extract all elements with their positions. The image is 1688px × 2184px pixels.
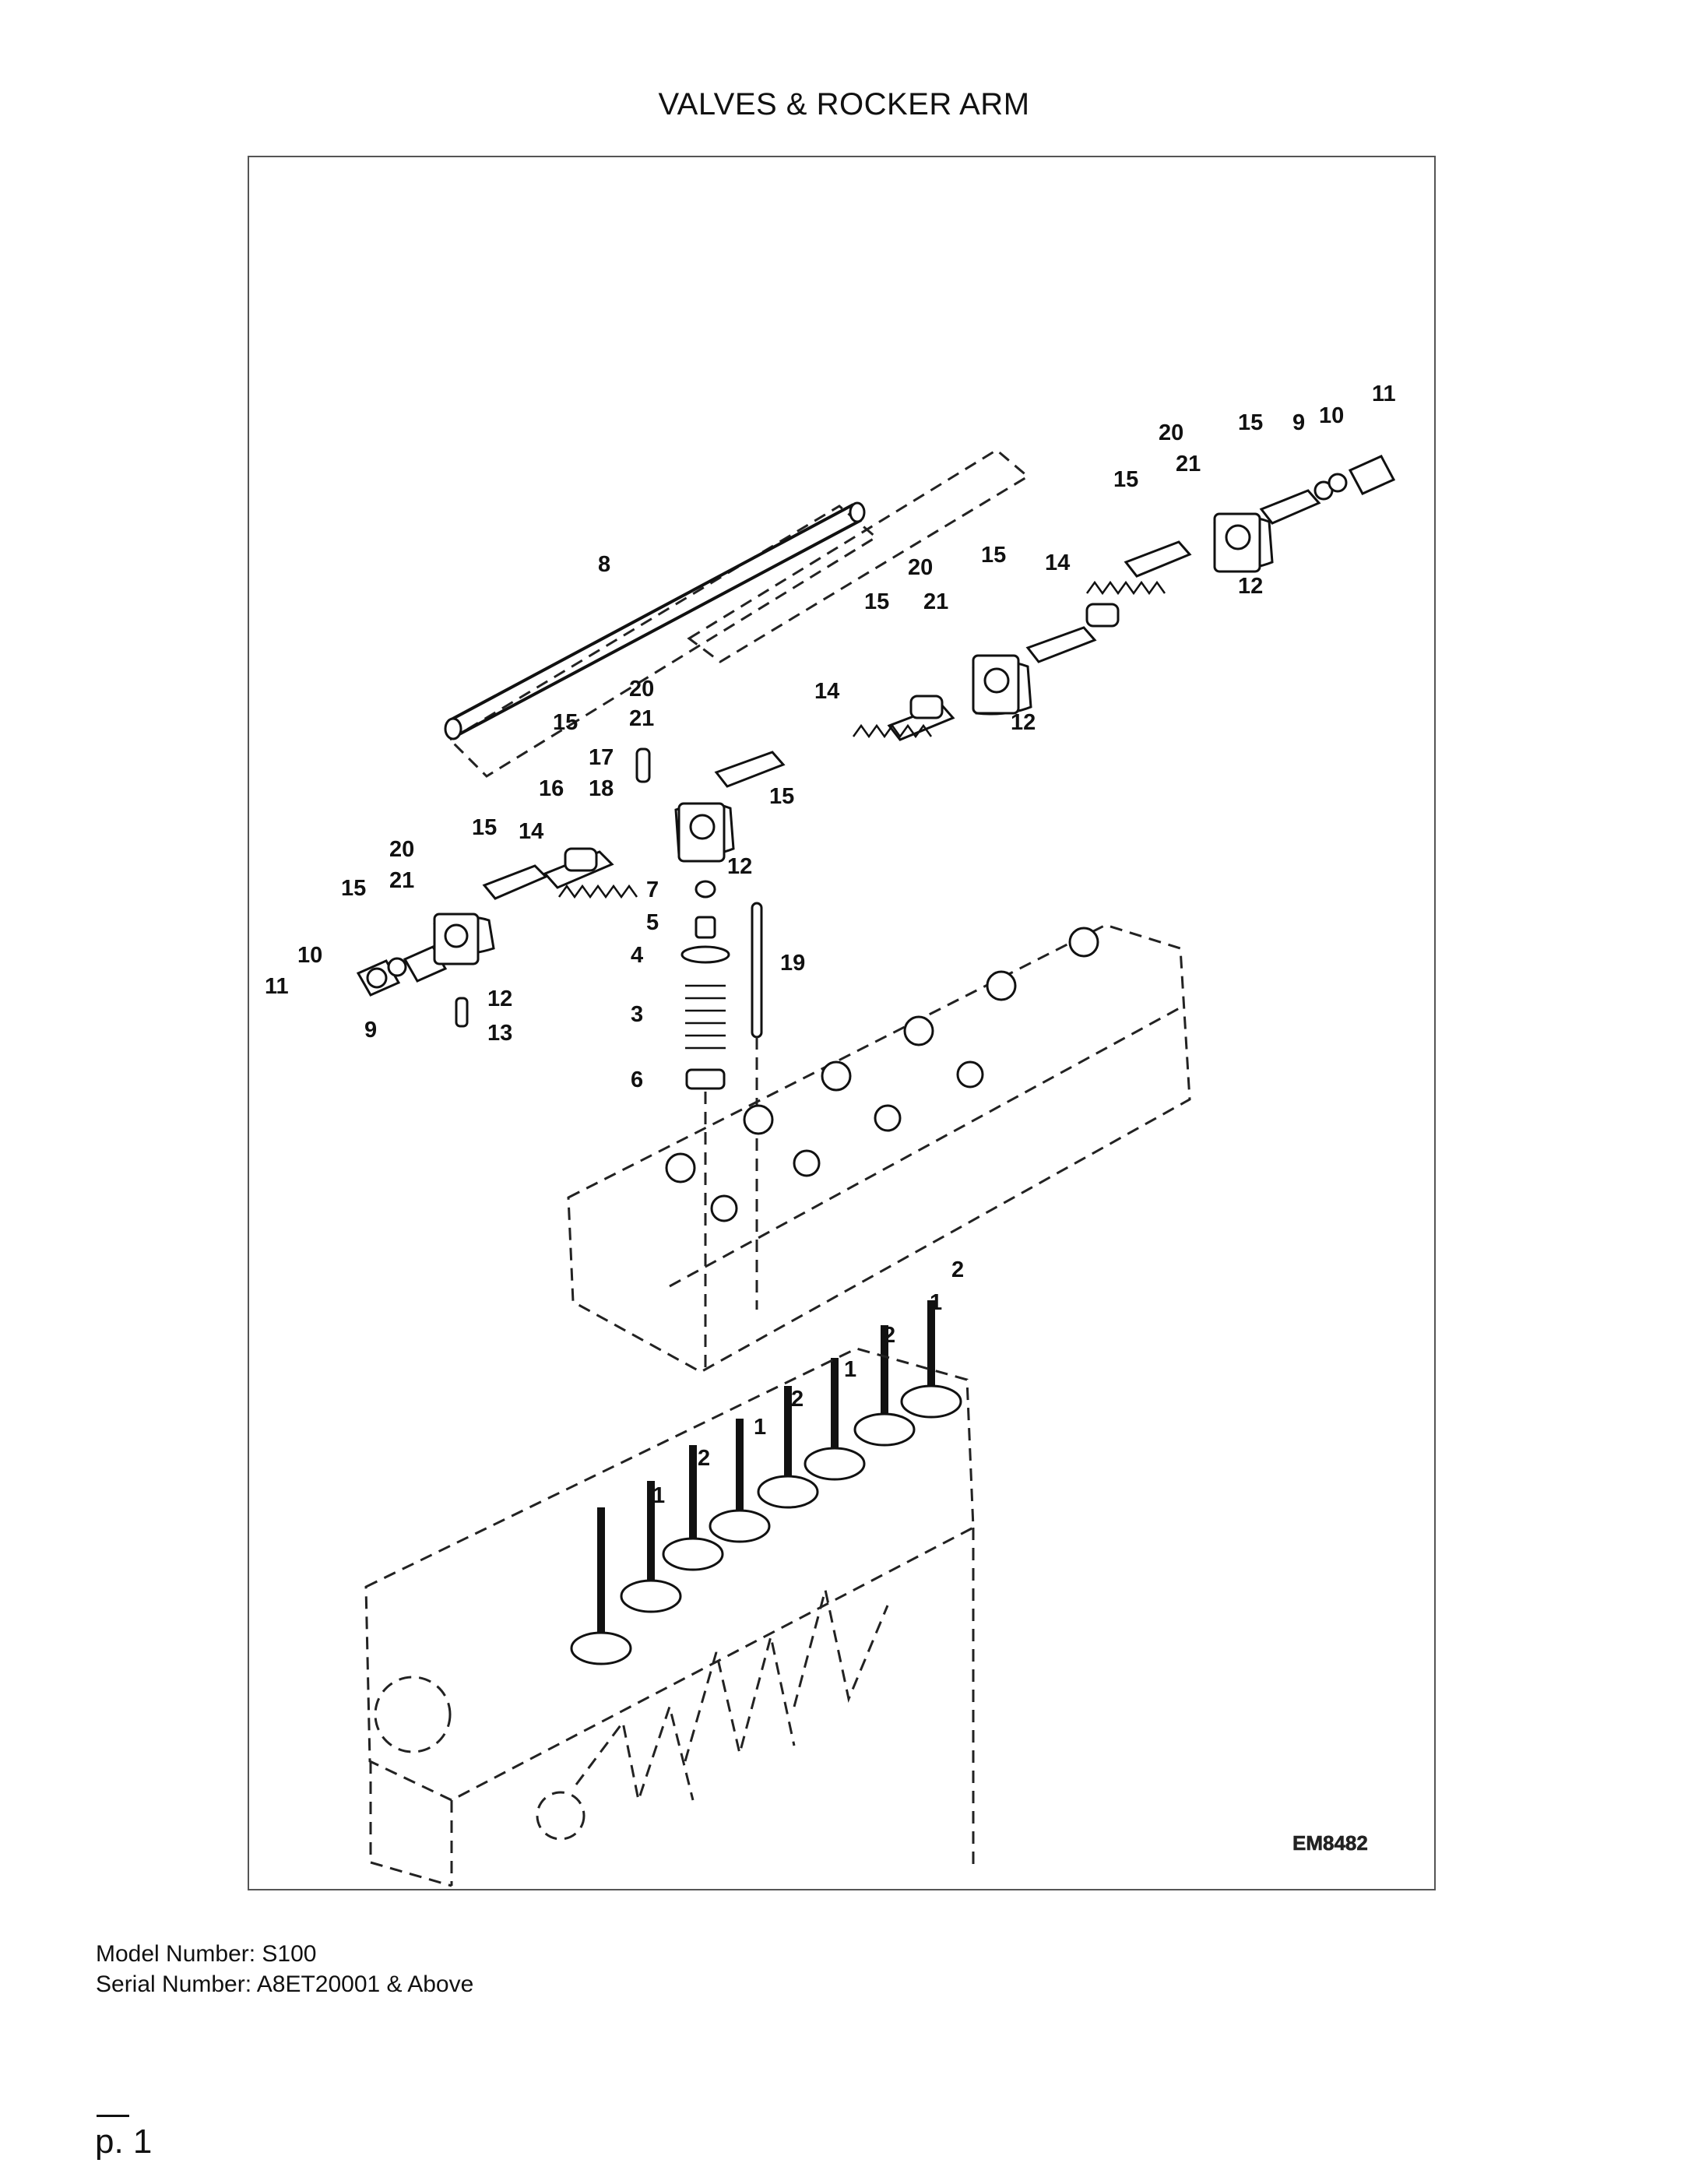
callout-label: 10 [1319, 403, 1344, 428]
callout-label: 12 [1011, 710, 1036, 735]
callout-label: 1 [754, 1415, 766, 1440]
callout-label: 9 [364, 1018, 377, 1043]
callout-label: 18 [589, 776, 614, 801]
callout-label: 14 [814, 679, 839, 704]
callout-label: 20 [389, 837, 414, 862]
serial-number: Serial Number: A8ET20001 & Above [96, 1971, 474, 1997]
callout-label: 21 [1176, 452, 1201, 477]
callout-label: 7 [646, 877, 659, 902]
callout-label: 15 [553, 710, 578, 735]
callout-label: 10 [297, 943, 322, 968]
callout-label: 2 [791, 1387, 804, 1412]
callout-label: 11 [1372, 382, 1396, 406]
callout-label: 2 [951, 1257, 964, 1282]
callout-label: 15 [472, 815, 497, 840]
callout-label: 20 [629, 677, 654, 702]
callout-label: 15 [769, 784, 794, 809]
callout-label: 15 [864, 589, 889, 614]
callout-label: 5 [646, 910, 659, 935]
callout-label: 4 [631, 943, 643, 968]
page-title: VALVES & ROCKER ARM [658, 87, 1030, 121]
callout-label: 1 [930, 1290, 942, 1315]
rocker-springs [557, 580, 1166, 899]
callout-label: 15 [1113, 467, 1138, 492]
callout-label: 21 [389, 868, 414, 893]
callout-label: 21 [629, 706, 654, 731]
callout-label: 11 [265, 974, 289, 999]
callout-label: 21 [923, 589, 948, 614]
intake-exhaust-valves [570, 1300, 962, 1665]
callout-label: 12 [487, 986, 512, 1011]
callout-label: 15 [981, 543, 1006, 568]
callout-label: 1 [652, 1483, 665, 1508]
valve-spring-stack [680, 880, 763, 1372]
callout-label: 2 [883, 1323, 895, 1348]
callout-label: 16 [539, 776, 564, 801]
callout-label: 1 [844, 1357, 856, 1382]
rocker-arm-group-4 [1124, 455, 1396, 578]
page-rule [97, 2115, 129, 2117]
exploded-view-diagram: 8 11 10 9 15 20 21 15 12 15 14 20 21 15 … [248, 156, 1436, 1890]
rocker-arm-group-1 [356, 864, 548, 1028]
callout-label: 12 [727, 854, 752, 879]
rocker-arm-group-3 [887, 603, 1120, 741]
callout-label: 3 [631, 1002, 643, 1027]
callout-label: 9 [1292, 410, 1305, 435]
callout-label: 15 [1238, 410, 1263, 435]
figure-code: EM8482 [1292, 1831, 1368, 1855]
callout-label: 20 [908, 555, 933, 580]
callout-labels: 8 11 10 9 15 20 21 15 12 15 14 20 21 15 … [265, 382, 1396, 1855]
callout-label: 15 [341, 876, 366, 901]
rocker-arm-group-2 [543, 747, 786, 889]
callout-label: 8 [598, 552, 610, 577]
page-number: p. 1 [95, 2122, 153, 2161]
callout-label: 6 [631, 1067, 643, 1092]
engine-block-outline [364, 1347, 975, 1887]
callout-label: 12 [1238, 574, 1263, 599]
rocker-shaft [444, 448, 1030, 778]
callout-label: 14 [1045, 550, 1070, 575]
callout-label: 19 [780, 951, 805, 976]
parts-illustration [356, 448, 1396, 1887]
callout-label: 2 [698, 1446, 710, 1471]
callout-label: 17 [589, 745, 614, 770]
callout-label: 20 [1159, 420, 1183, 445]
model-number: Model Number: S100 [96, 1941, 317, 1967]
cylinder-head-outline [567, 923, 1191, 1373]
callout-label: 13 [487, 1021, 512, 1046]
callout-label: 14 [519, 819, 543, 844]
